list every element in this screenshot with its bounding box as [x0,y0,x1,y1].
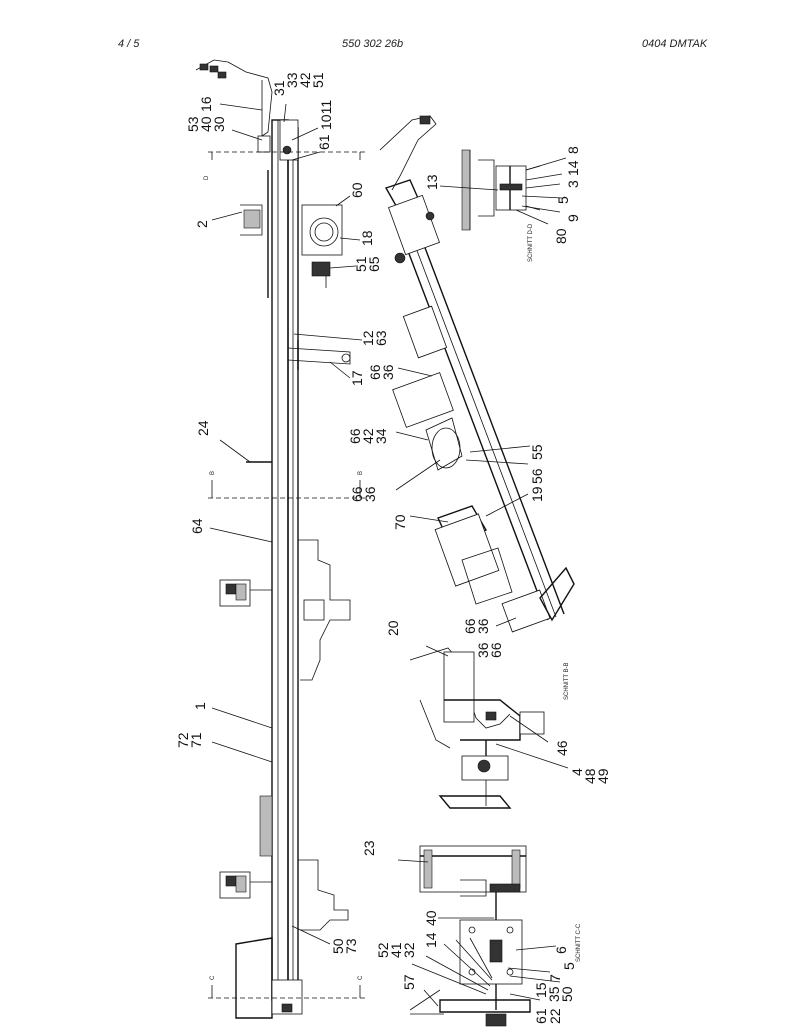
part-label-31: 31 [271,80,287,96]
part-label-46: 46 [554,740,570,756]
part-label-33: 33 [284,72,300,88]
part-label-4: 4 [569,768,585,776]
part-label-36: 36 [475,642,491,658]
section-cc-detail [397,845,561,1027]
section-view-title-bb: SCHNITT B-B [564,662,570,700]
part-label-42: 42 [297,72,313,88]
part-labels: 53 40 30 16 31 33 42 51 1011 61 2 60 18 … [175,72,611,1024]
part-label-5: 5 [561,962,577,970]
part-label-53: 53 [185,116,201,132]
leader-lines-perspective [395,367,531,627]
part-label-8: 8 [565,146,581,154]
section-letter-b: B [358,471,364,475]
part-label-60: 60 [349,182,365,198]
part-label-71: 71 [188,732,204,748]
part-label-56: 56 [529,468,545,484]
part-label-5: 5 [555,196,571,204]
part-label-57: 57 [401,974,417,990]
part-label-1011: 1011 [318,100,334,130]
section-letter-b: B [210,471,216,475]
part-label-2: 2 [194,220,210,228]
part-label-80: 80 [553,228,569,244]
part-label-51: 51 [353,256,369,272]
part-label-65: 65 [366,256,382,272]
part-label-48: 48 [582,768,598,784]
part-label-34: 34 [373,428,389,444]
part-label-49: 49 [595,768,611,784]
section-view-title-cc: SCHNITT C-C [576,923,582,962]
part-label-61: 61 [533,1008,549,1024]
part-label-50: 50 [559,986,575,1002]
part-label-17: 17 [349,370,365,386]
part-label-16: 16 [198,96,214,112]
part-label-22: 22 [547,1008,563,1024]
part-label-35: 35 [546,986,562,1002]
part-label-18: 18 [359,230,375,246]
part-label-13: 13 [424,174,440,190]
part-label-23: 23 [361,840,377,856]
part-label-40: 40 [423,910,439,926]
section-letter-c: C [358,975,364,980]
section-view-title-dd: SCHNITT D-D [528,223,534,262]
part-label-24: 24 [195,420,211,436]
part-label-66: 66 [367,364,383,380]
part-label-51: 51 [310,72,326,88]
leader-lines-main [209,103,363,945]
section-dd-detail [439,149,567,231]
page-number: 4 / 5 [118,38,140,50]
part-label-55: 55 [529,444,545,460]
part-label-72: 72 [175,732,191,748]
part-label-32: 32 [401,942,417,958]
part-label-36: 36 [380,364,396,380]
part-label-41: 41 [388,942,404,958]
part-label-52: 52 [375,942,391,958]
document-number: 550 302 26b [342,38,404,50]
part-label-42: 42 [360,428,376,444]
part-label-1: 1 [192,702,208,710]
part-label-66: 66 [488,642,504,658]
part-label-40: 40 [198,116,214,132]
section-letter-c: C [210,975,216,980]
part-label-66: 66 [347,428,363,444]
part-label-66: 66 [349,486,365,502]
part-label-50: 50 [330,938,346,954]
section-letter-d: D [204,175,210,180]
part-label-66: 66 [462,618,478,634]
perspective-assembly [379,115,575,633]
part-label-63: 63 [373,330,389,346]
part-label-36: 36 [362,486,378,502]
part-label-19: 19 [529,486,545,502]
part-label-6: 6 [553,946,569,954]
part-label-70: 70 [392,514,408,530]
part-label-3: 3 [565,180,581,188]
revision-code: 0404 DMTAK [642,38,708,50]
part-label-9: 9 [565,214,581,222]
part-label-20: 20 [385,620,401,636]
part-label-64: 64 [189,518,205,534]
part-label-61: 61 [316,134,332,150]
part-label-30: 30 [211,116,227,132]
part-label-15: 15 [533,982,549,998]
part-label-73: 73 [343,938,359,954]
part-label-14: 14 [423,932,439,948]
part-label-36: 36 [475,618,491,634]
section-bb-detail [409,645,569,809]
part-label-14: 14 [565,160,581,176]
part-label-12: 12 [360,330,376,346]
part-label-7: 7 [547,974,563,982]
